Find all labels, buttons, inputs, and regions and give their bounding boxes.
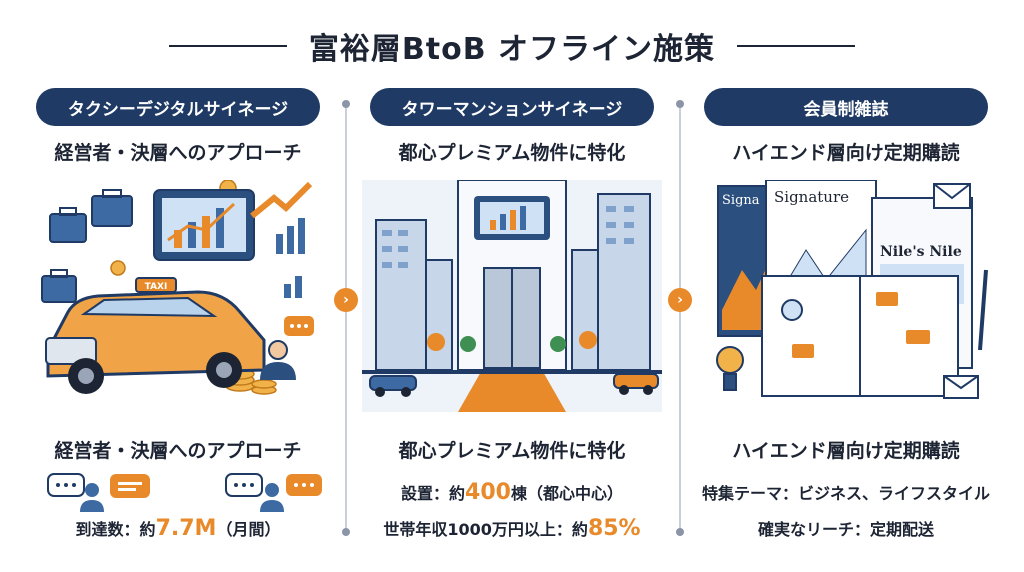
taxi-signage-column: タクシーデジタルサイネージ 経営者・決層へのアプローチ	[28, 88, 328, 558]
building-icon	[375, 193, 651, 371]
taxi-subtitle: 経営者・決層へのアプローチ	[54, 142, 302, 164]
travel-icon	[792, 292, 930, 358]
magazine-title-2: Signature	[774, 188, 849, 206]
magazine-column: 会員制雑誌 ハイエンド層向け定期購読 Signa Signature Nile'…	[696, 88, 996, 558]
reach-period: （月間）	[216, 520, 281, 539]
divider-dot	[676, 528, 684, 536]
chart-screen-icon	[153, 189, 255, 261]
header: 富裕層BtoB オフライン施策	[0, 24, 1024, 68]
income-value: 85%	[587, 516, 641, 541]
audience-icons	[28, 472, 328, 512]
magazine-illustration-svg: Signa Signature Nile's Nile	[716, 180, 988, 399]
tree-icon	[427, 331, 597, 351]
column-divider	[679, 104, 681, 532]
chat-bubble-icon	[110, 474, 150, 498]
magazine-theme: 特集テーマ：ビジネス、ライフスタイル	[701, 484, 990, 503]
taxi-sign-text: TAXI	[145, 282, 168, 292]
taxi-illustration-svg: TAXI	[41, 180, 314, 395]
growth-arrow-icon	[250, 181, 313, 219]
taxi-signage-pill: タクシーデジタルサイネージ	[36, 88, 320, 126]
chevron-right-icon: ›	[668, 288, 692, 312]
bar-chart-icon	[276, 218, 305, 298]
divider-dot	[342, 100, 350, 108]
title-rule-left	[168, 45, 287, 47]
carpet	[458, 370, 566, 412]
magazine-icon: Signa Signature Nile's Nile	[717, 180, 973, 397]
taxi-car-icon: TAXI	[45, 277, 266, 394]
magazine-pill: 会員制雑誌	[704, 88, 988, 126]
taxi-illustration: TAXI	[28, 180, 328, 412]
reach-value: 7.7M	[155, 516, 217, 541]
page-title: 富裕層BtoB オフライン施策	[308, 32, 716, 67]
magazine-title-3: Nile's Nile	[880, 244, 962, 260]
tower-income-stat: 世帯年収1000万円以上：約85%	[362, 516, 662, 541]
divider-dot	[676, 100, 684, 108]
reach-label: 到達数：約	[75, 520, 156, 539]
tower-illustration	[362, 180, 662, 412]
briefcase-icon	[41, 189, 133, 303]
envelope-icon	[933, 183, 979, 399]
chat-bubble-icon	[286, 474, 322, 496]
person-icon	[260, 483, 284, 512]
pen-icon	[978, 269, 988, 351]
tower-signage-pill: タワーマンションサイネージ	[370, 88, 654, 126]
column-divider	[345, 104, 347, 532]
chevron-right-icon: ›	[334, 288, 358, 312]
income-label: 世帯年収1000万円以上：約	[383, 520, 588, 539]
person-icon	[260, 340, 296, 380]
taxi-reach-stat: 到達数：約7.7M（月間）	[28, 516, 328, 541]
chat-bubble-icon	[47, 473, 85, 497]
elevator-lobby	[457, 180, 567, 371]
chat-bubble-icon	[225, 473, 263, 497]
title-rule-right	[737, 45, 856, 47]
tree-icon	[460, 336, 566, 352]
tower-signage-column: タワーマンションサイネージ 都心プレミアム物件に特化	[362, 88, 662, 558]
install-value: 400	[465, 480, 511, 505]
divider-dot	[342, 528, 350, 536]
tower-heading: 都心プレミアム物件に特化	[398, 440, 626, 462]
person-icon	[80, 483, 104, 512]
watch-icon	[716, 299, 803, 391]
car-icon	[369, 373, 659, 397]
tower-install-stat: 設置：約400棟（都心中心）	[362, 480, 662, 505]
magazine-heading: ハイエンド層向け定期購読	[732, 440, 960, 462]
tower-illustration-svg	[362, 180, 662, 412]
install-unit: 棟（都心中心）	[510, 484, 623, 503]
magazine-title-1: Signa	[722, 193, 760, 208]
building-windows	[382, 206, 634, 268]
install-label: 設置：約	[401, 484, 466, 503]
taxi-heading: 経営者・決層へのアプローチ	[54, 440, 302, 462]
chat-bubble-icon	[284, 316, 314, 336]
tower-subtitle: 都心プレミアム物件に特化	[398, 142, 626, 164]
magazine-illustration: Signa Signature Nile's Nile	[696, 180, 996, 412]
magazine-subtitle: ハイエンド層向け定期購読	[732, 142, 960, 164]
magazine-reach: 確実なリーチ：定期配送	[757, 520, 934, 539]
